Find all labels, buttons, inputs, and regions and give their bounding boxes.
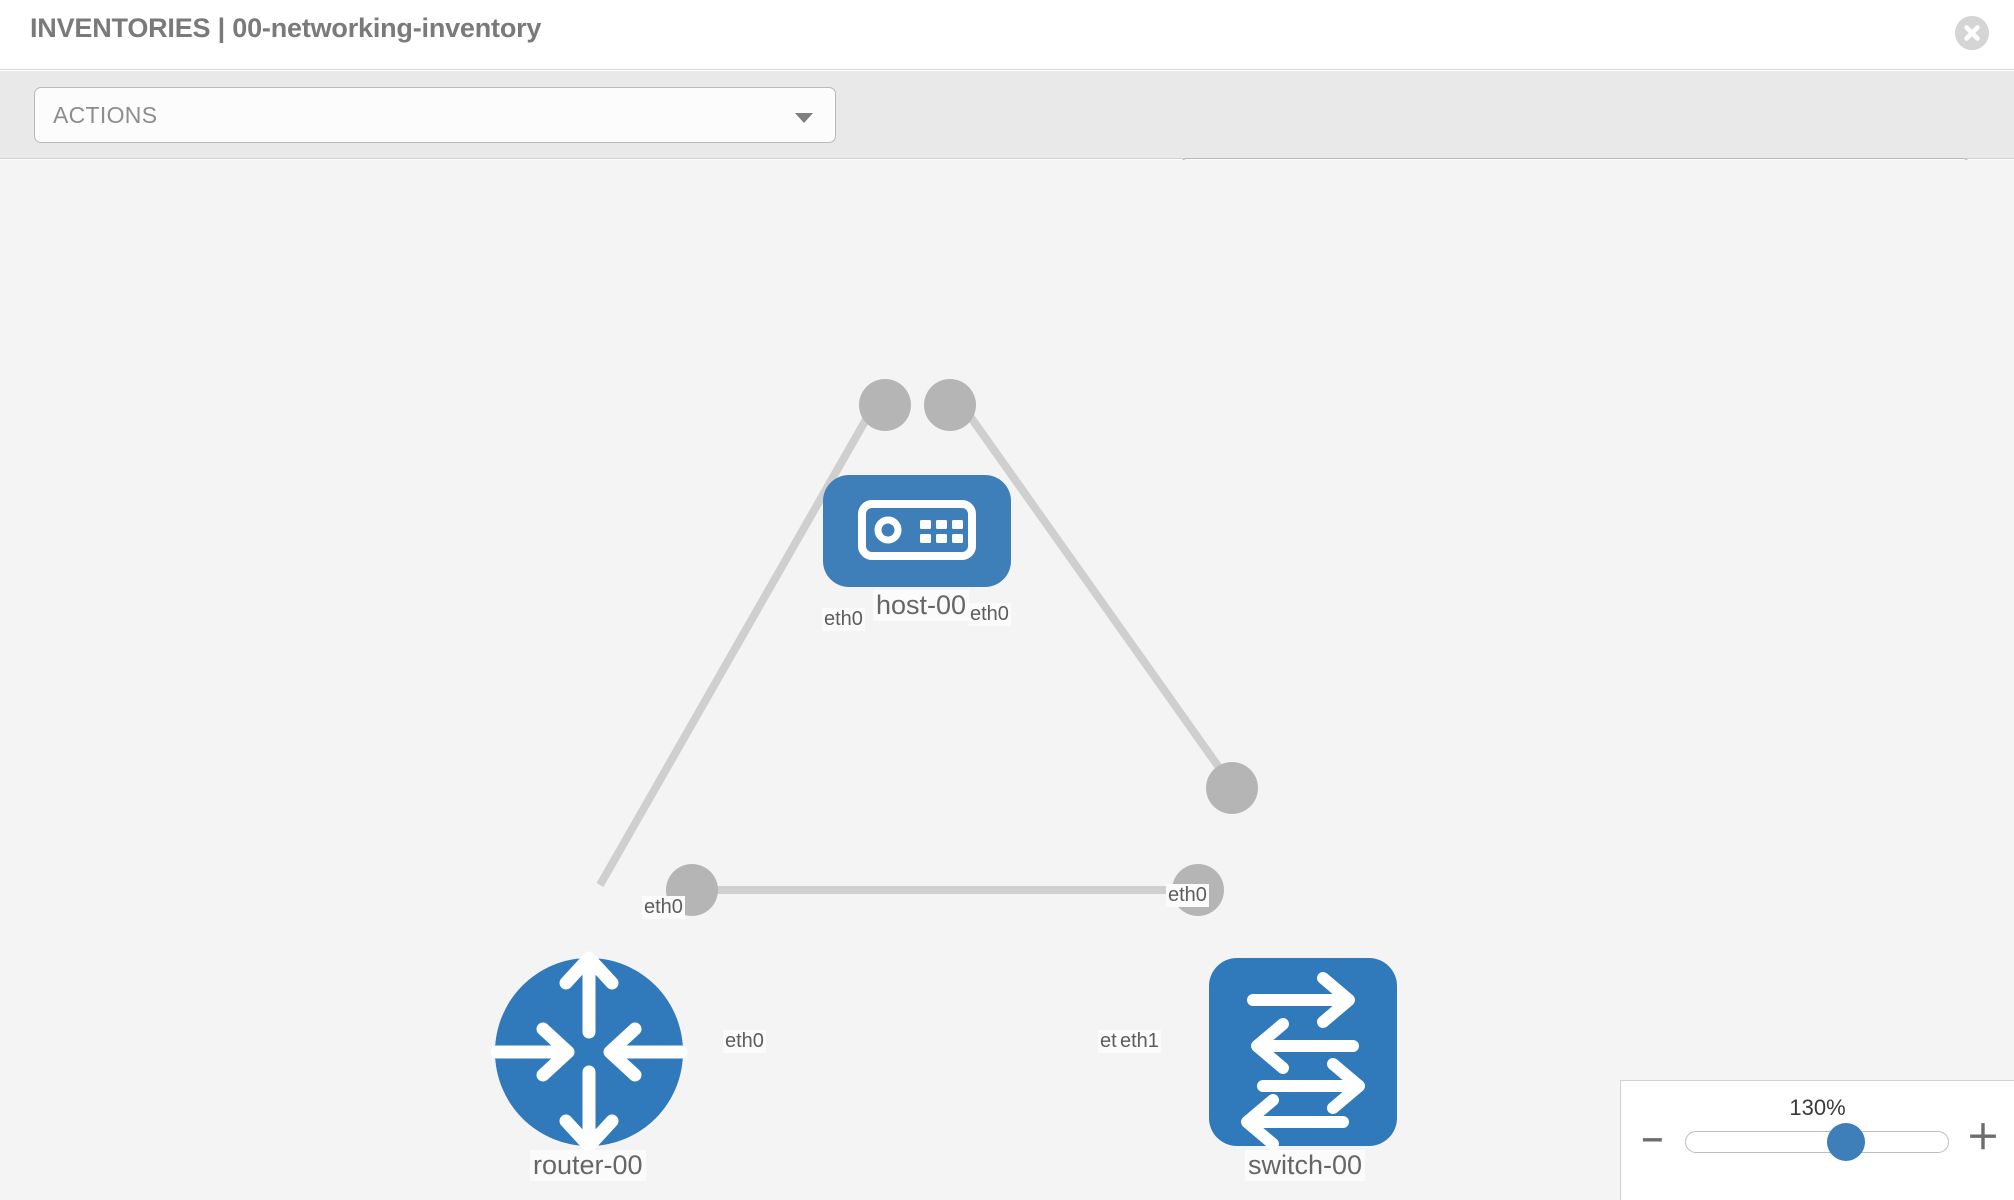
node-label-router-00[interactable]: router-00 — [530, 1150, 646, 1181]
page-title: INVENTORIES | 00-networking-inventory — [30, 13, 542, 43]
chevron-down-icon — [795, 113, 813, 123]
toolbar: ACTIONS SEARCH — [0, 71, 2014, 214]
topology-graph — [490, 379, 1397, 1153]
node-router-00[interactable] — [490, 951, 688, 1153]
topology-canvas[interactable]: host-00 router-00 switch-00 eth0 eth0 et… — [0, 160, 2014, 1200]
node-host-00[interactable] — [823, 475, 1011, 587]
close-icon[interactable] — [1955, 16, 1989, 50]
iface-label-router-right[interactable]: eth0 — [723, 1030, 766, 1053]
actions-dropdown[interactable]: ACTIONS — [34, 87, 836, 143]
iface-dot-switch-nw — [1206, 762, 1258, 814]
iface-dot-host-left — [859, 379, 911, 431]
iface-label-router-upper[interactable]: eth0 — [642, 896, 685, 919]
link-host-switch — [951, 392, 1239, 793]
node-label-host-00[interactable]: host-00 — [873, 590, 970, 621]
node-label-switch-00[interactable]: switch-00 — [1245, 1150, 1366, 1181]
iface-label-switch-upper[interactable]: eth0 — [1166, 884, 1209, 907]
link-router-host — [596, 393, 884, 887]
zoom-slider-thumb[interactable] — [1827, 1123, 1866, 1161]
iface-dot-host-right — [924, 379, 976, 431]
page-header: INVENTORIES | 00-networking-inventory — [0, 0, 2014, 70]
zoom-out-button[interactable]: ‒ — [1643, 1119, 1662, 1157]
topology-interface-dots — [666, 379, 1258, 916]
zoom-slider-track[interactable] — [1685, 1131, 1949, 1153]
zoom-level-value: 130% — [1789, 1095, 1846, 1120]
zoom-control-panel: 130% ‒ ＋ — [1620, 1080, 2014, 1200]
topology-links — [596, 392, 1239, 894]
actions-dropdown-label: ACTIONS — [53, 102, 158, 128]
node-switch-00[interactable] — [1209, 958, 1397, 1150]
iface-label-host-right[interactable]: eth0 — [968, 603, 1011, 626]
zoom-in-button[interactable]: ＋ — [1966, 1119, 2000, 1157]
iface-label-host-left[interactable]: eth0 — [822, 608, 865, 631]
iface-label-switch-left[interactable]: eth1 — [1118, 1030, 1161, 1053]
